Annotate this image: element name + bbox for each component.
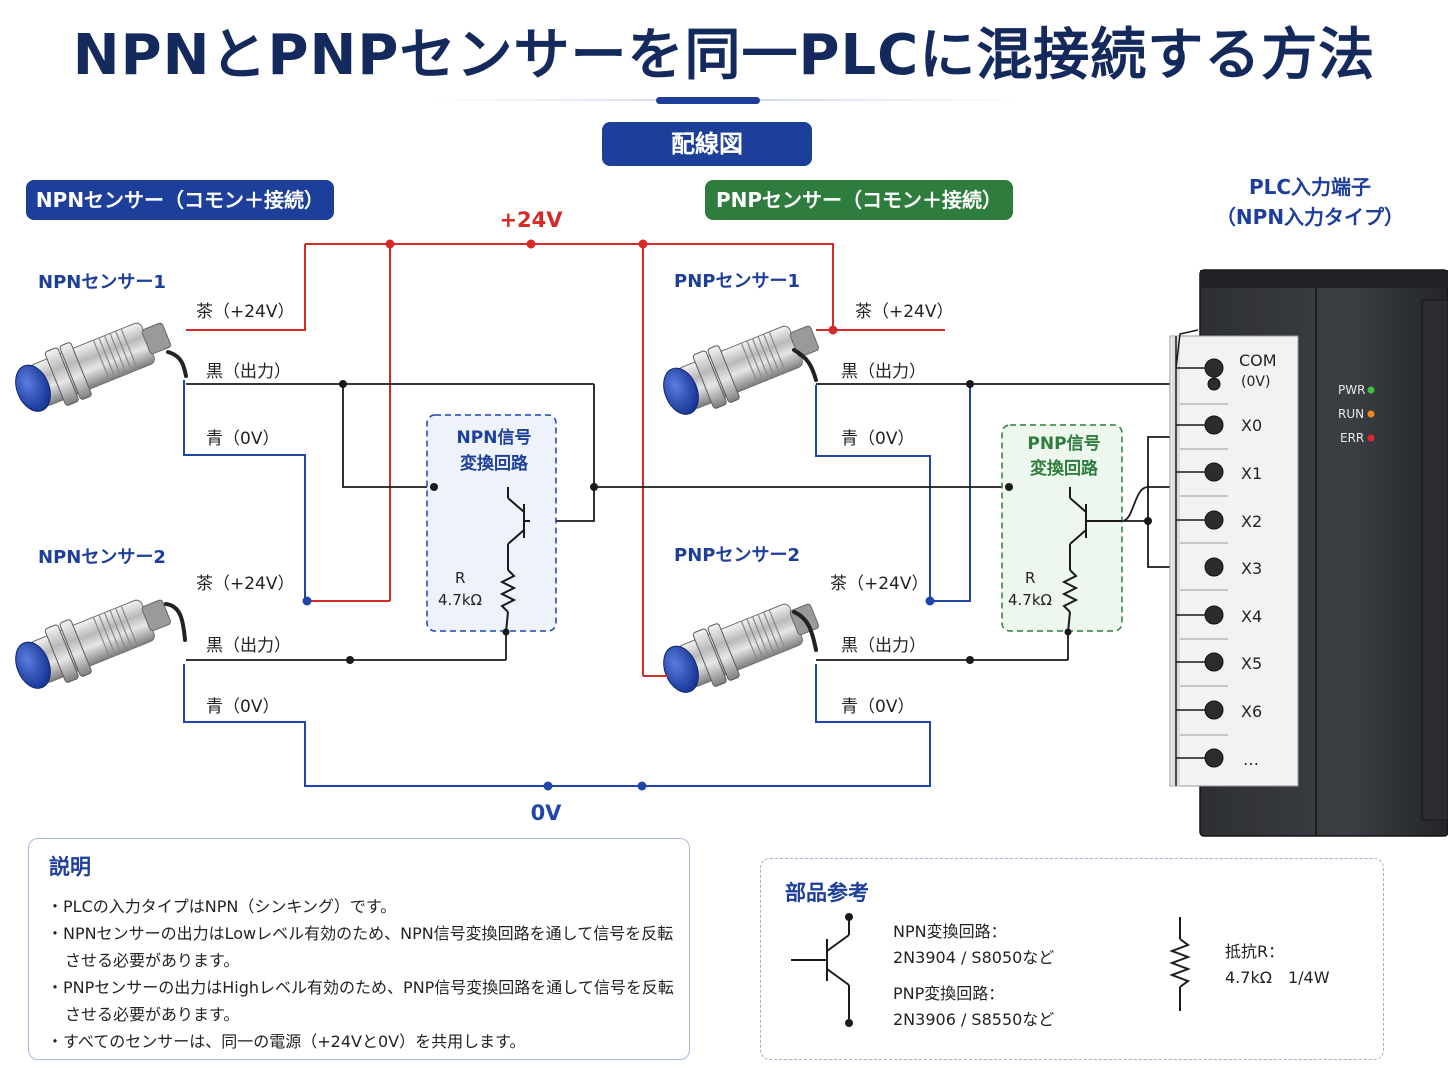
- led-label-err: ERR: [1340, 431, 1364, 445]
- terminal-label: X3: [1241, 559, 1262, 578]
- wire-label-brown: 茶（+24V）: [196, 302, 295, 322]
- pnp-resistor-symbol: [1061, 569, 1079, 613]
- wire-label-black: 黒（出力）: [841, 362, 926, 382]
- pnp-resistor-value: 4.7kΩ: [1008, 591, 1052, 609]
- plc-module: [1169, 269, 1448, 837]
- section-label-wiring: 配線図: [602, 122, 812, 166]
- pnp-resistor-name: R: [1025, 569, 1035, 587]
- led-label-run: RUN: [1338, 407, 1364, 421]
- pnp-sensor-1-label: PNPセンサー1: [674, 271, 800, 292]
- wire-label-black: 黒（出力）: [841, 636, 926, 656]
- transistor-reference-icon: [791, 919, 850, 1019]
- notes-heading: 説明: [49, 855, 91, 879]
- pwr-led-icon: [1367, 386, 1375, 394]
- note-item: ・NPNセンサーの出力はLowレベル有効のため、NPN信号変換回路を通して信号を…: [47, 924, 674, 970]
- led-label-pwr: PWR: [1338, 383, 1365, 397]
- terminal-label: X1: [1241, 464, 1262, 483]
- terminal-label: X0: [1241, 416, 1262, 435]
- npn-circuit-title-1: NPN信号: [457, 427, 532, 448]
- terminal-label: X6: [1241, 702, 1262, 721]
- zero-volt-wiring: [183, 380, 971, 787]
- pnp-group-label: PNPセンサー（コモン＋接続）: [705, 180, 1013, 220]
- npn-resistor-symbol: [499, 569, 517, 613]
- plus24v-wiring: [186, 243, 945, 677]
- wire-label-black: 黒（出力）: [206, 362, 291, 382]
- plc-title-line1: PLC入力端子: [1248, 175, 1372, 199]
- notes-panel: 説明 ・PLCの入力タイプはNPN（シンキング）です。 ・NPNセンサーの出力は…: [28, 838, 690, 1060]
- note-item: ・すべてのセンサーは、同一の電源（+24Vと0V）を共用します。: [47, 1032, 526, 1051]
- plc-title-line2: （NPN入力タイプ）: [1215, 205, 1405, 229]
- pnp-part-title: PNP変換回路：: [893, 984, 1005, 1003]
- pnp-sensor-2-image: [654, 587, 826, 703]
- npn-circuit-title-2: 変換回路: [460, 453, 529, 474]
- plc-terminal-labels: COM (0V) X0 X1 X2 X3 X4 X5 X6 …: [1239, 351, 1277, 769]
- terminal-label: X4: [1241, 607, 1262, 626]
- npn-sensor-1-image: [6, 306, 178, 422]
- terminal-label: X5: [1241, 654, 1262, 673]
- npn-sensor-2-label: NPNセンサー2: [38, 547, 166, 568]
- wire-label-blue: 青（0V）: [206, 697, 279, 717]
- npn-part-value: 2N3904 / S8050など: [893, 948, 1055, 967]
- pnp-circuit-title-1: PNP信号: [1027, 433, 1100, 454]
- npn-sensor-1-label: NPNセンサー1: [38, 272, 166, 293]
- note-item: ・PLCの入力タイプはNPN（シンキング）です。: [47, 897, 397, 916]
- plc-status-leds: PWR RUN ERR: [1338, 383, 1375, 445]
- npn-group-label: NPNセンサー（コモン＋接続）: [26, 180, 334, 220]
- wire-label-brown: 茶（+24V）: [830, 574, 929, 594]
- parts-heading: 部品参考: [785, 881, 869, 905]
- npn-part-info: NPN変換回路： 2N3904 / S8050など: [893, 919, 1054, 971]
- page-title: NPNとPNPセンサーを同一PLCに混接続する方法: [72, 23, 1376, 88]
- parts-panel: 部品参考 NPN変換回路： 2N3904 / S8050など PNP: [760, 858, 1384, 1060]
- terminal-label: COM: [1239, 351, 1277, 370]
- terminal-label: …: [1243, 750, 1259, 769]
- run-led-icon: [1367, 410, 1375, 418]
- err-led-icon: [1367, 434, 1375, 442]
- pnp-part-value: 2N3906 / S8550など: [893, 1010, 1055, 1029]
- pnp-transistor-symbol: [1069, 487, 1122, 570]
- npn-resistor-value: 4.7kΩ: [438, 591, 482, 609]
- wire-label-brown: 茶（+24V）: [855, 302, 954, 322]
- npn-transistor-symbol: [507, 487, 530, 570]
- resistor-part-value: 4.7kΩ 1/4W: [1225, 968, 1330, 987]
- wire-label-brown: 茶（+24V）: [196, 574, 295, 594]
- plc-title: PLC入力端子 （NPN入力タイプ）: [1190, 172, 1430, 232]
- notes-list: ・PLCの入力タイプはNPN（シンキング）です。 ・NPNセンサーの出力はLow…: [47, 893, 677, 1055]
- npn-sensor-2-image: [6, 583, 178, 699]
- wire-label-blue: 青（0V）: [206, 429, 279, 449]
- resistor-part-title: 抵抗R：: [1225, 942, 1285, 961]
- pnp-circuit-box: [1001, 424, 1123, 632]
- wire-label-blue: 青（0V）: [841, 697, 914, 717]
- npn-circuit-box: [426, 414, 557, 632]
- terminal-label: (0V): [1241, 374, 1270, 390]
- parts-symbols: [791, 913, 1191, 1027]
- pnp-sensor-1-image: [654, 309, 826, 425]
- zero-volt-rail-label: 0V: [531, 801, 563, 825]
- wire-label-black: 黒（出力）: [206, 636, 291, 656]
- resistor-part-info: 抵抗R： 4.7kΩ 1/4W: [1225, 939, 1330, 991]
- note-item: ・PNPセンサーの出力はHighレベル有効のため、PNP信号変換回路を通して信号…: [47, 978, 674, 1024]
- npn-resistor-name: R: [455, 569, 465, 587]
- junction-dots: [302, 239, 1152, 791]
- terminal-label: X2: [1241, 512, 1262, 531]
- title-accent-bar: [656, 97, 760, 104]
- pnp-sensor-2-label: PNPセンサー2: [674, 545, 800, 566]
- npn-part-title: NPN変換回路：: [893, 922, 1007, 941]
- wire-label-blue: 青（0V）: [841, 429, 914, 449]
- plus24v-rail-label: +24V: [499, 208, 563, 232]
- resistor-reference-icon: [1169, 917, 1191, 1011]
- pnp-part-info: PNP変換回路： 2N3906 / S8550など: [893, 981, 1054, 1033]
- pnp-circuit-title-2: 変換回路: [1030, 458, 1099, 479]
